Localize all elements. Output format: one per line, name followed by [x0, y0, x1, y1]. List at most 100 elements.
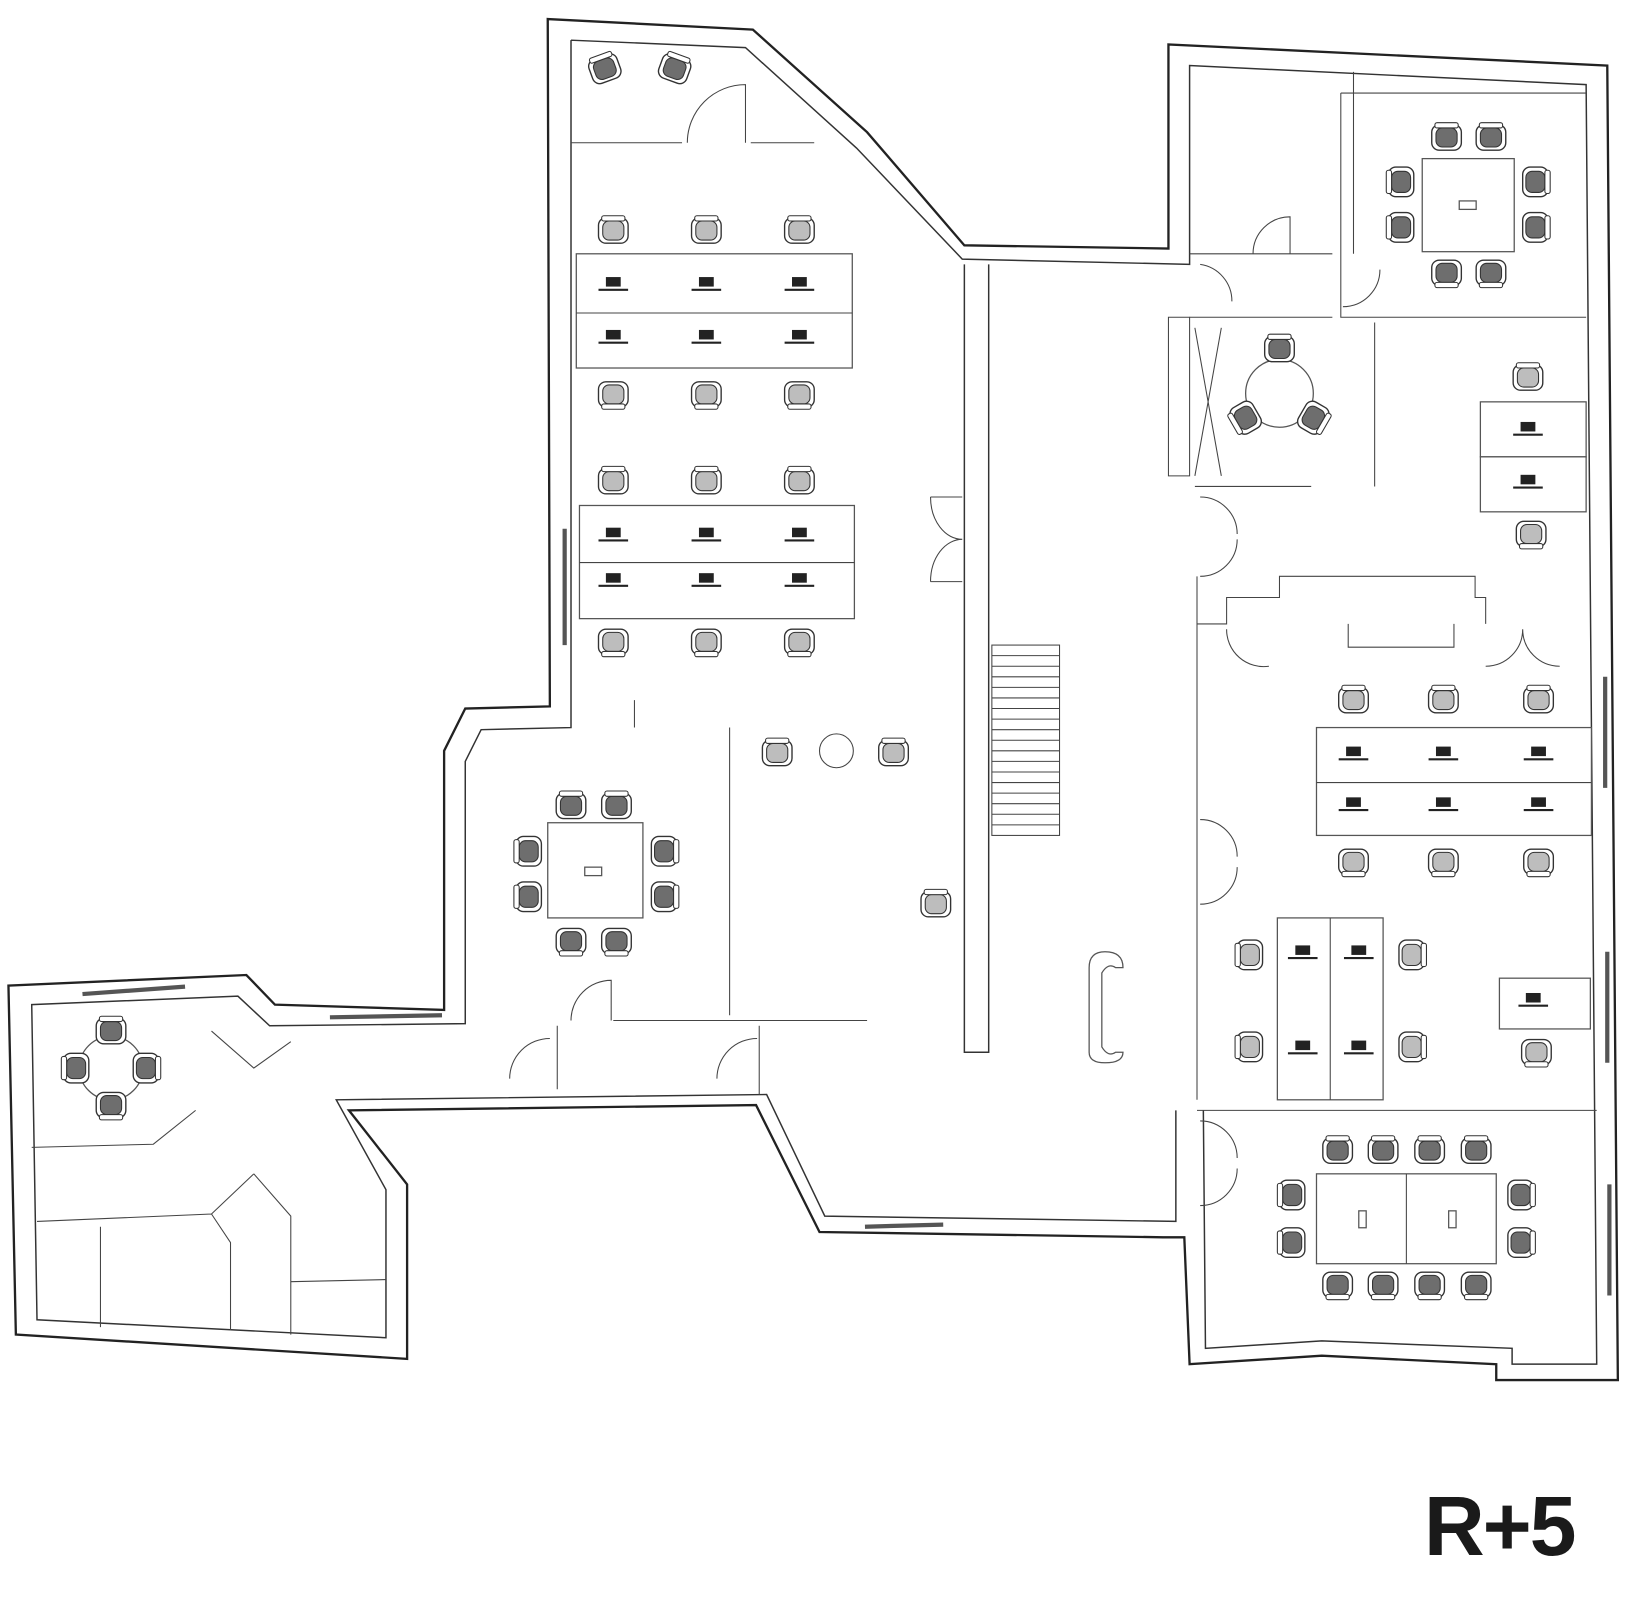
computer-icon	[1343, 1040, 1374, 1055]
chair-icon	[650, 881, 680, 913]
computer-icon	[598, 527, 629, 542]
interior-walls	[31, 71, 1597, 1335]
chair-icon	[597, 215, 629, 244]
chair-icon	[95, 1091, 127, 1121]
computer-icon	[691, 527, 722, 542]
computer-icon	[1523, 797, 1554, 812]
chair-icon	[1322, 1135, 1354, 1164]
computer-icon	[784, 329, 815, 344]
chair-icon	[555, 790, 587, 820]
chair-icon	[690, 381, 722, 410]
chair-icon	[60, 1052, 90, 1084]
chair-icon	[1515, 520, 1547, 550]
chair-icon	[555, 927, 587, 957]
chair-icon	[513, 881, 543, 913]
computer-icon	[1513, 421, 1543, 436]
chair-icon	[597, 628, 629, 658]
chair-icon	[1263, 333, 1295, 363]
chair-icon	[1385, 211, 1415, 243]
furniture	[60, 50, 1593, 1301]
computer-icon	[1338, 797, 1369, 812]
chair-icon	[783, 628, 815, 658]
chair-icon	[1234, 1031, 1264, 1063]
chair-icon	[1296, 400, 1332, 435]
meeting-table	[547, 822, 644, 919]
chair-icon	[1322, 1271, 1354, 1301]
computer-icon	[598, 277, 629, 291]
chair-icon	[1523, 684, 1555, 714]
workstation-desk	[575, 253, 853, 369]
computer-icon	[1428, 797, 1459, 812]
chair-icon	[597, 381, 629, 410]
computer-icon	[1428, 746, 1459, 761]
chair-icon	[783, 465, 815, 495]
computer-icon	[691, 277, 722, 291]
chair-icon	[1507, 1179, 1536, 1211]
chair-icon	[587, 50, 622, 85]
chair-icon	[690, 465, 722, 495]
chair-icon	[650, 835, 680, 867]
computer-icon	[1513, 474, 1543, 489]
floor-label: R+5	[1424, 1479, 1576, 1573]
chair-icon	[1385, 166, 1415, 198]
chair-icon	[1227, 400, 1263, 435]
window	[329, 1013, 443, 1020]
computer-icon	[691, 573, 722, 587]
chair-icon	[690, 628, 722, 658]
computer-icon	[1343, 945, 1374, 960]
chair-icon	[1460, 1135, 1492, 1164]
staircase	[991, 644, 1061, 836]
chair-icon	[1507, 1227, 1536, 1259]
computer-icon	[598, 329, 629, 344]
chair-icon	[1475, 259, 1507, 289]
chair-icon	[513, 835, 543, 867]
computer-icon	[784, 277, 815, 291]
chair-icon	[132, 1052, 162, 1084]
chair-icon	[1520, 1038, 1552, 1068]
chair-icon	[1521, 166, 1551, 198]
exterior-walls	[7, 17, 1620, 1382]
chair-icon	[95, 1015, 127, 1045]
chair-icon	[1414, 1271, 1446, 1301]
chair-icon	[1398, 939, 1427, 971]
chair-icon	[1276, 1179, 1306, 1211]
chair-icon	[1523, 848, 1555, 878]
computer-icon	[1287, 945, 1318, 960]
chair-icon	[1431, 122, 1463, 151]
computer-icon	[1338, 746, 1369, 761]
chair-icon	[761, 737, 793, 767]
chair-icon	[600, 927, 632, 957]
chair-icon	[878, 737, 910, 767]
chair-icon	[920, 888, 952, 918]
chair-icon	[1427, 684, 1459, 714]
chair-icon	[783, 215, 815, 244]
computer-icon	[691, 329, 722, 344]
chair-icon	[1460, 1271, 1492, 1301]
desk	[1498, 977, 1591, 1030]
window	[864, 1222, 944, 1229]
chair-icon	[1475, 122, 1507, 151]
doors	[509, 84, 1560, 1207]
chair-icon	[783, 381, 815, 410]
chair-icon	[597, 465, 629, 495]
chair-icon	[600, 790, 632, 820]
computer-icon	[1518, 992, 1549, 1007]
chair-icon	[1431, 259, 1463, 289]
computer-icon	[1523, 746, 1554, 761]
workstation-desk	[1315, 726, 1593, 837]
computer-icon	[598, 573, 629, 587]
chair-icon	[1427, 848, 1459, 878]
chair-icon	[1338, 684, 1369, 714]
chair-icon	[1234, 939, 1264, 971]
chair-icon	[1521, 211, 1551, 243]
chair-icon	[657, 50, 692, 85]
window	[82, 984, 186, 997]
computer-icon	[1287, 1040, 1318, 1055]
chair-icon	[1367, 1271, 1399, 1301]
chair-icon	[1512, 362, 1544, 391]
chair-icon	[1414, 1135, 1446, 1164]
chair-icon	[1276, 1227, 1306, 1259]
computer-icon	[784, 527, 815, 542]
chair-icon	[690, 215, 722, 244]
